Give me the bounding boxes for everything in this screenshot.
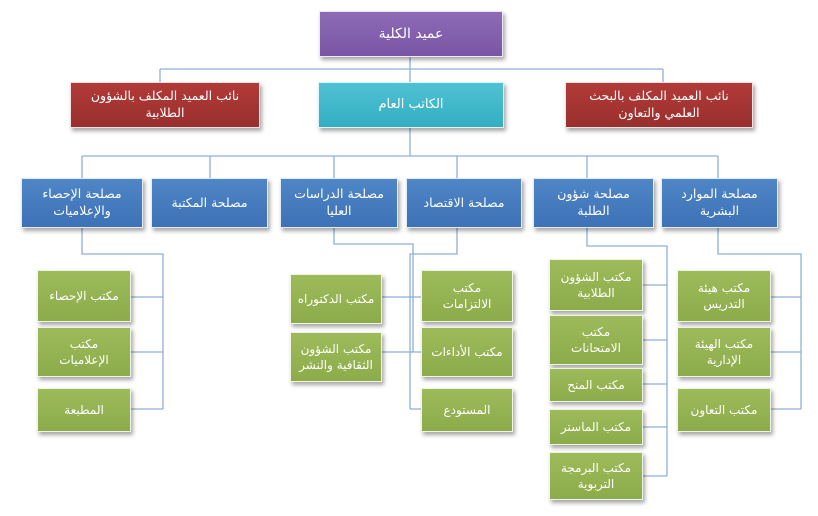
office-printing: المطبعة [37, 388, 131, 432]
office-grants: مكتب المنح [549, 368, 643, 402]
office-student-affairs: مكتب الشؤون الطلابية [549, 259, 643, 311]
office-educational-programming: مكتب البرمجة التربوية [549, 452, 643, 500]
office-payments: مكتب الأداءات [421, 327, 513, 377]
vice-dean-students-box: نائب العميد المكلف بالشؤون الطلابية [70, 82, 260, 128]
office-informatics: مكتب الإعلاميات [37, 327, 131, 377]
dean-box: عميد الكلية [319, 11, 503, 57]
service-students-box: مصلحة شؤون الطلبة [533, 178, 654, 228]
service-economy-box: مصلحة الاقتصاد [406, 178, 522, 228]
office-administrative-staff: مكتب الهيئة الإدارية [677, 327, 771, 377]
office-warehouse: المستودع [421, 388, 513, 432]
service-graduate-box: مصلحة الدراسات العليا [280, 178, 398, 228]
service-hr-box: مصلحة الموارد البشرية [661, 178, 778, 228]
office-teaching-staff: مكتب هيئة التدريس [677, 270, 771, 322]
service-statistics-box: مصلحة الإحصاء والإعلاميات [21, 178, 143, 228]
vice-dean-research-box: نائب العميد المكلف بالبحث العلمي والتعاو… [565, 82, 753, 128]
service-library-box: مصلحة المكتبة [151, 178, 268, 228]
office-doctorate: مكتب الدكتوراه [290, 274, 382, 324]
general-secretary-box: الكاتب العام [318, 82, 504, 128]
office-culture-publishing: مكتب الشؤون الثقافية والنشر [290, 332, 382, 382]
office-master: مكتب الماستر [549, 409, 643, 445]
office-commitments: مكتب الالتزامات [421, 270, 513, 322]
office-statistics: مكتب الإحصاء [37, 270, 131, 322]
office-cooperation: مكتب التعاون [677, 388, 771, 432]
office-exams: مكتب الامتحانات [549, 315, 643, 365]
